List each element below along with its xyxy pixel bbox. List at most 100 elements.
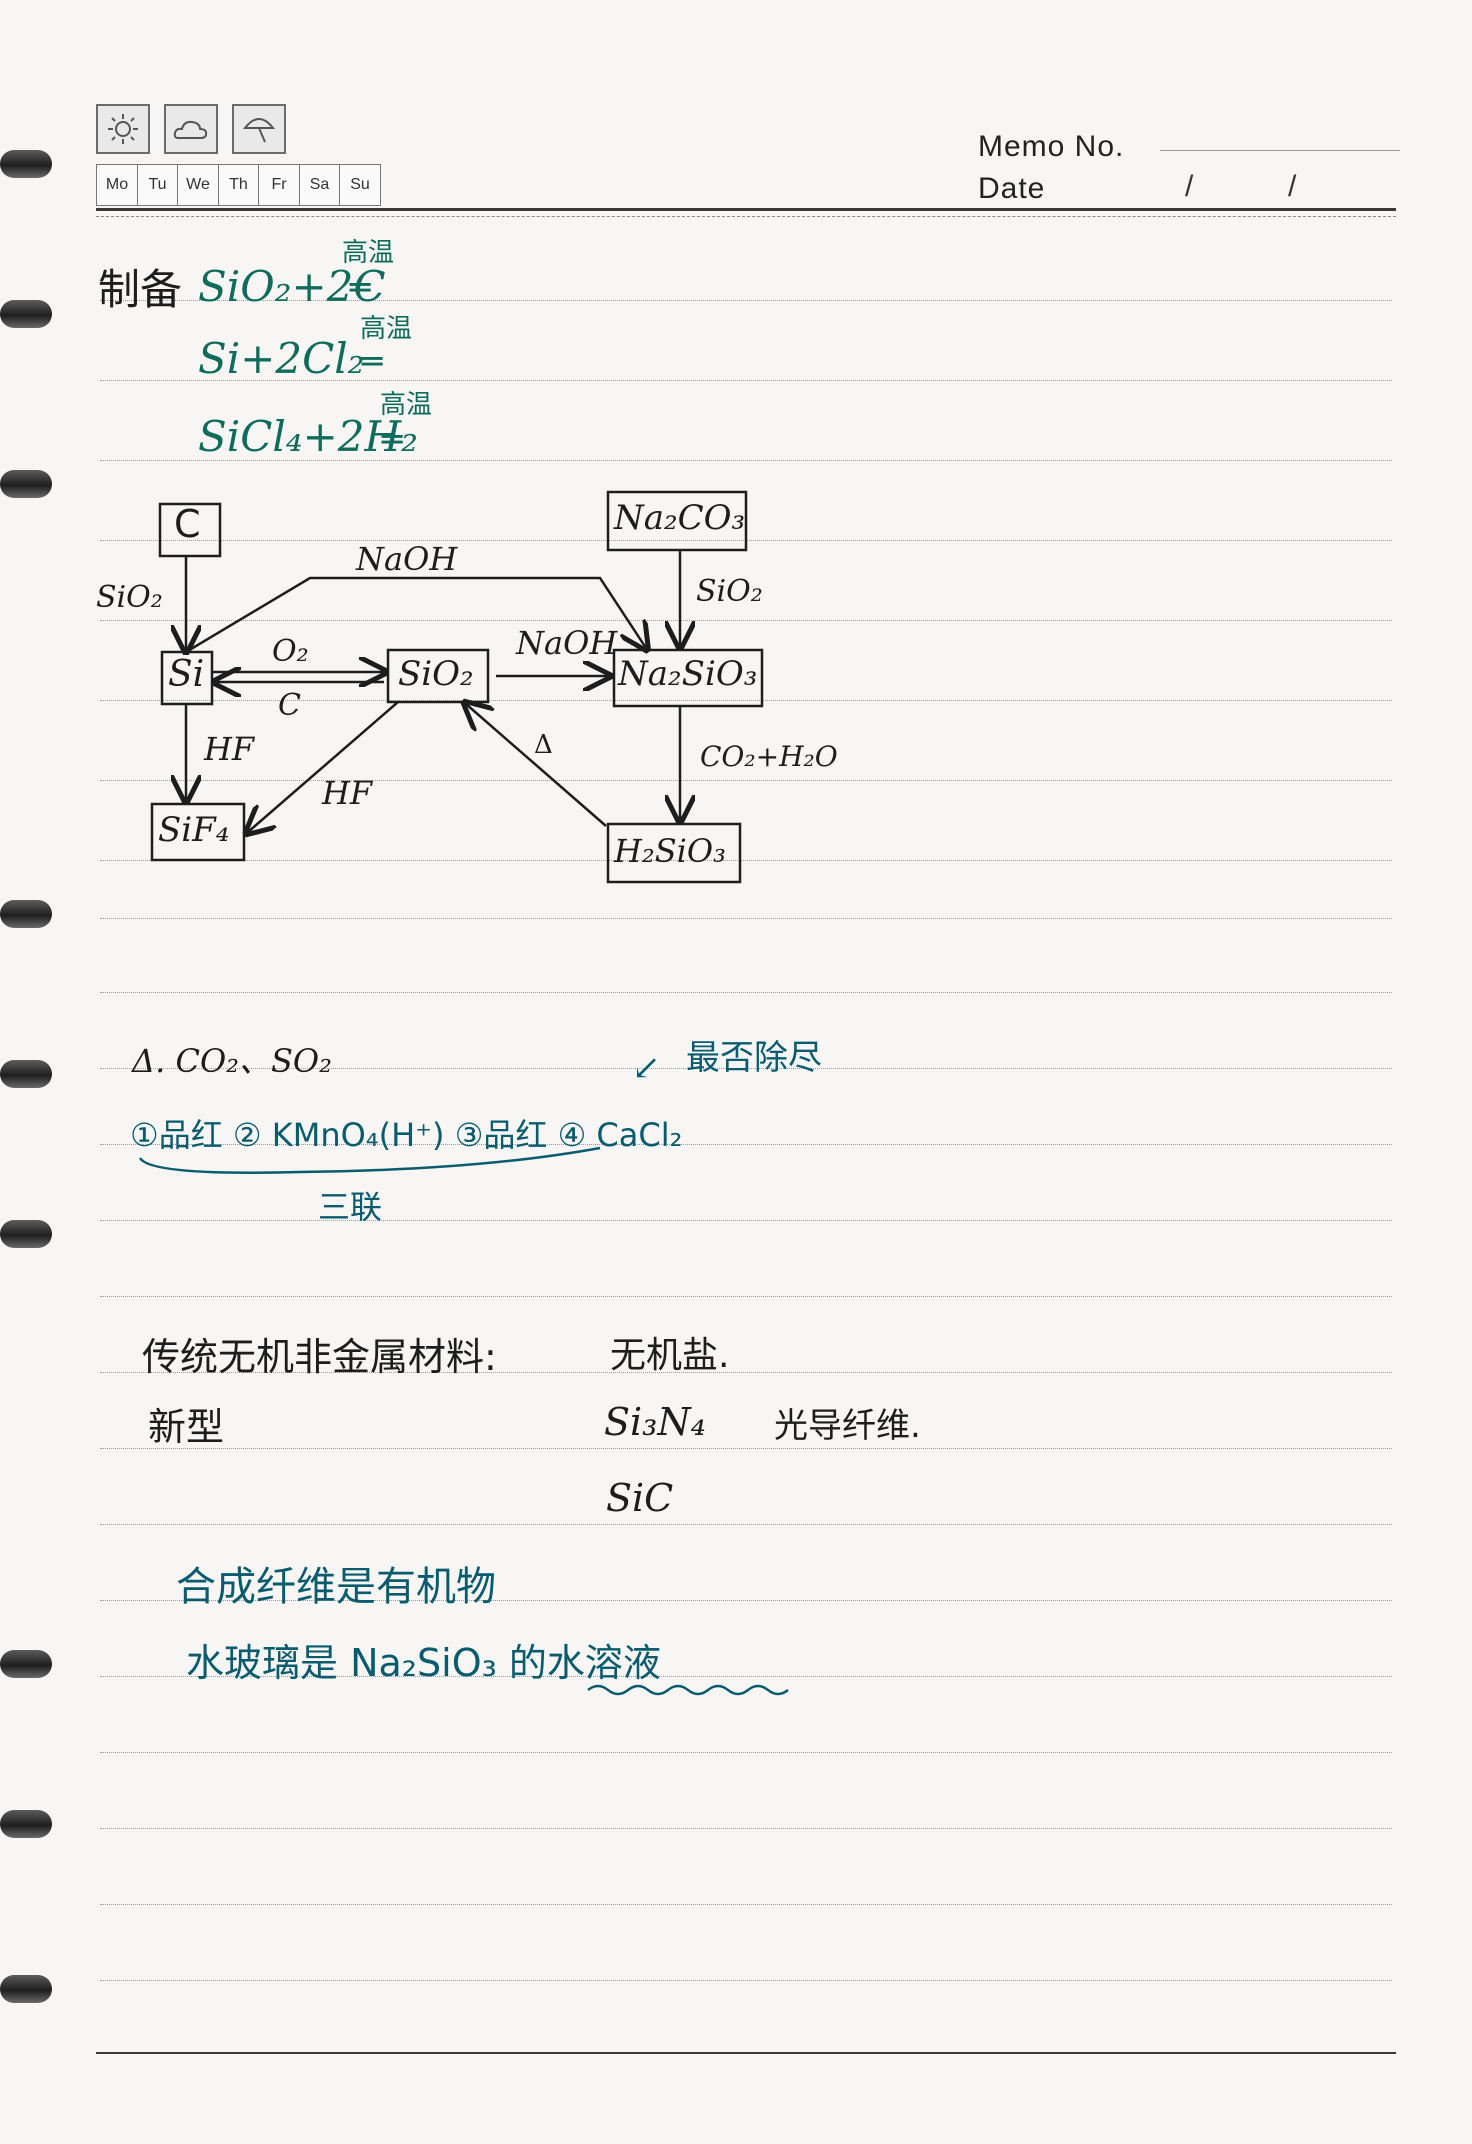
edge-label: C [278, 688, 301, 723]
node-c: C [174, 502, 201, 546]
weekday-box: We [177, 164, 219, 206]
edge-label: CO₂+H₂O [700, 740, 838, 773]
ruled-line [100, 1676, 1392, 1677]
ruled-line [100, 1296, 1392, 1297]
note-line1: 合成纤维是有机物 [176, 1564, 496, 1610]
ruled-line [100, 1372, 1392, 1373]
equals-sign: ═ [382, 420, 403, 460]
materials-line1-left: 传统无机非金属材料: [142, 1335, 497, 1379]
edge-label: O₂ [272, 634, 309, 669]
ruled-line [100, 1600, 1392, 1601]
prep-condition: 高温 [342, 238, 395, 268]
ruled-line [100, 1752, 1392, 1753]
binding-ring [0, 470, 52, 498]
materials-line2-mid: Si₃N₄ [604, 1400, 706, 1444]
note-line2: 水玻璃是 Na₂SiO₃ 的水溶液 [186, 1641, 661, 1685]
equals-sign: ═ [350, 268, 371, 308]
edge-label: HF [204, 730, 255, 768]
node-sif4: SiF₄ [158, 810, 230, 850]
weekday-box: Sa [298, 164, 341, 206]
binding-ring [0, 1810, 52, 1838]
brace-label: 三联 [318, 1188, 383, 1226]
section2-steps: ①品红 ② KMnO₄(H⁺) ③品红 ④ CaCl₂ [130, 1116, 683, 1154]
node-si: Si [168, 654, 205, 695]
arrow-si-na2sio3 [185, 576, 646, 652]
equals-sign: ═ [362, 342, 383, 382]
materials-line1-right: 无机盐. [610, 1335, 730, 1376]
date-label: Date [978, 172, 1046, 205]
ruled-line [100, 1828, 1392, 1829]
weekday-row: Mo Tu We Th Fr Sa Su [96, 164, 381, 206]
ruled-line [100, 460, 1392, 461]
weekday-box: Th [217, 164, 260, 206]
ruled-line [100, 1220, 1392, 1221]
prep-equation: Si+2Cl₂ [198, 334, 365, 383]
ruled-line [100, 1980, 1392, 1981]
edge-label: SiO₂ [96, 580, 163, 615]
sun-icon [96, 104, 150, 154]
prep-equation: SiO₂+2C [198, 262, 386, 311]
node-box-na2co3 [606, 490, 748, 552]
materials-line2-right: 光导纤维. [774, 1406, 921, 1446]
prep-equation: SiCl₄+2H₂ [198, 412, 418, 461]
header-rule-dashed [96, 216, 1396, 217]
node-box-c [158, 502, 222, 558]
ruled-line [100, 860, 1392, 861]
cloud-icon [164, 104, 218, 154]
node-na2co3: Na₂CO₃ [614, 498, 746, 538]
edge-label: SiO₂ [696, 574, 763, 609]
prep-label: 制备 [98, 265, 183, 314]
weekday-box: Su [339, 164, 381, 206]
section2-note: 最否除尽 [686, 1038, 822, 1078]
materials-line2-left: 新型 [148, 1405, 225, 1449]
ruled-line [100, 1144, 1392, 1145]
arrow-sio2-sif4 [248, 701, 399, 832]
ruled-line [100, 1068, 1392, 1069]
binding-ring [0, 1975, 52, 2003]
node-na2sio3: Na₂SiO₃ [618, 654, 758, 694]
prep-condition: 高温 [360, 314, 413, 344]
edge-label: HF [322, 774, 373, 812]
ruled-line [100, 918, 1392, 919]
prep-condition: 高温 [380, 390, 433, 420]
binding-ring [0, 150, 52, 178]
date-separator: / [1288, 170, 1297, 203]
weekday-box: Tu [136, 164, 179, 206]
materials-line3: SiC [606, 1476, 674, 1520]
weather-icons [96, 104, 286, 154]
ruled-line [100, 1904, 1392, 1905]
binding-ring [0, 900, 52, 928]
ruled-line [100, 300, 1392, 301]
edge-label: Δ [534, 730, 553, 760]
binding-ring [0, 1060, 52, 1088]
edge-label: NaOH [356, 540, 458, 578]
binding-ring [0, 300, 52, 328]
section2-title: Δ. CO₂、SO₂ [132, 1042, 332, 1080]
memo-underline [1160, 150, 1400, 151]
ruled-line [100, 700, 1392, 701]
edge-label: NaOH [516, 624, 618, 662]
umbrella-icon [232, 104, 286, 154]
header-rule [96, 208, 1396, 211]
node-h2sio3: H₂SiO₃ [614, 832, 726, 870]
weekday-box: Mo [96, 164, 138, 206]
ruled-line [100, 780, 1392, 781]
ruled-line [100, 620, 1392, 621]
ruled-line [100, 1524, 1392, 1525]
note-arrow: ↙ [632, 1048, 661, 1088]
ruled-line [100, 380, 1392, 381]
binding-ring [0, 1650, 52, 1678]
ruled-line [100, 992, 1392, 993]
date-separator: / [1185, 170, 1194, 203]
footer-rule [96, 2052, 1396, 2054]
node-sio2: SiO₂ [398, 654, 474, 694]
ruled-line [100, 1448, 1392, 1449]
binding-ring [0, 1220, 52, 1248]
memo-label: Memo No. [978, 130, 1125, 163]
arrow-h2sio3-sio2 [466, 704, 607, 827]
weekday-box: Fr [258, 164, 300, 206]
